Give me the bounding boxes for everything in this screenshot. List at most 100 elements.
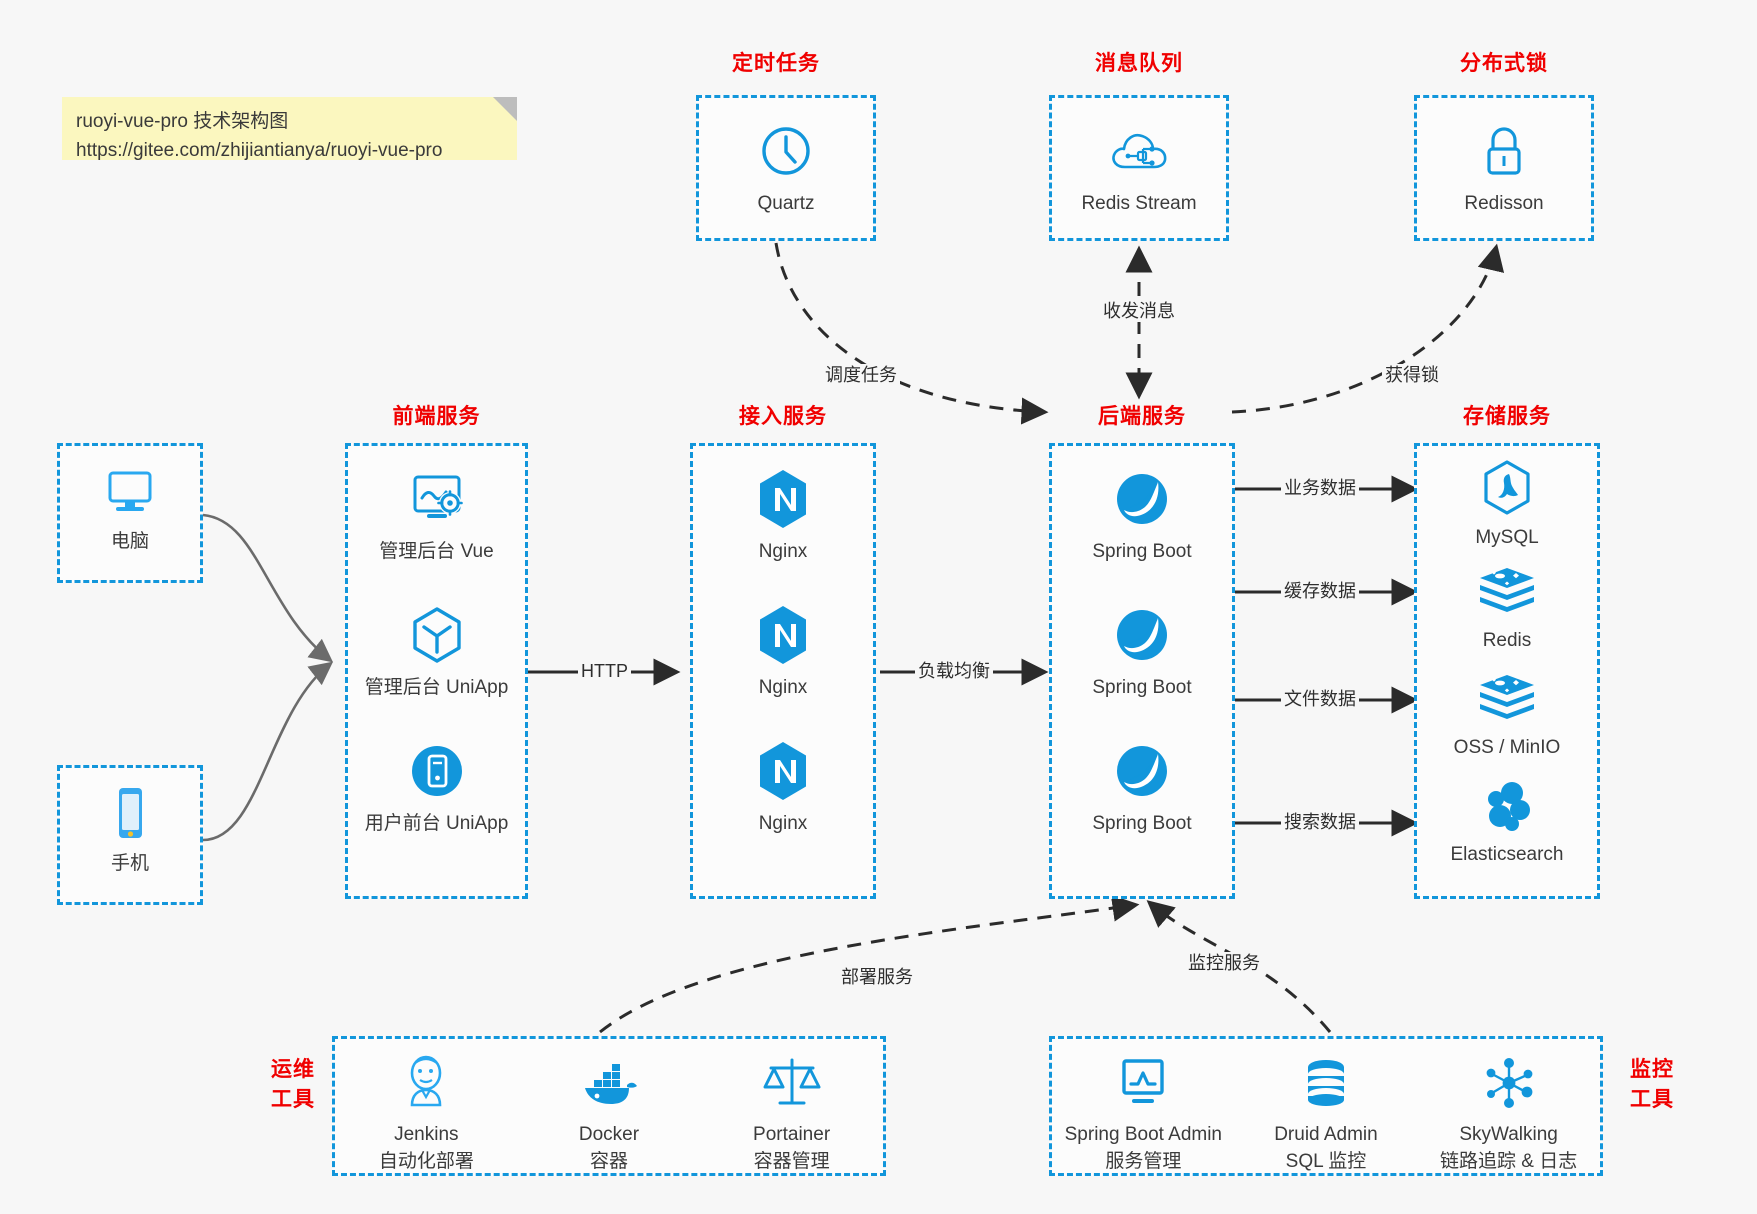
nginx-icon: [693, 604, 873, 666]
group-monitoring: Spring Boot Admin 服务管理: [1049, 1036, 1603, 1176]
node-label: Druid Admin: [1274, 1124, 1378, 1145]
group-title-monitoring: 监控 工具: [1617, 1055, 1687, 1115]
node-sublabel: 容器管理: [753, 1151, 830, 1172]
mysql-icon: [1417, 460, 1597, 516]
node-label: 管理后台 Vue: [379, 541, 494, 562]
monitor-chart-icon: [1052, 1053, 1235, 1113]
jenkins-butler-icon: [335, 1053, 518, 1113]
node-label: 用户前台 UniApp: [364, 813, 509, 834]
node-docker[interactable]: Docker 容器: [518, 1053, 701, 1174]
node-label: Spring Boot: [1092, 677, 1192, 698]
node-label: Redisson: [1464, 193, 1544, 214]
dashboard-gear-icon: [348, 468, 525, 530]
node-label: Elasticsearch: [1450, 844, 1564, 865]
edge-label-cache-data: 缓存数据: [1281, 580, 1359, 602]
node-label: Jenkins: [394, 1124, 459, 1145]
node-label: 电脑: [110, 531, 149, 552]
node-jenkins[interactable]: Jenkins 自动化部署: [335, 1053, 518, 1174]
group-distributed-lock: Redisson: [1414, 95, 1594, 241]
node-label: Nginx: [758, 677, 808, 698]
node-skywalking[interactable]: SkyWalking 链路追踪 & 日志: [1417, 1053, 1600, 1174]
node-redisson[interactable]: Redisson: [1417, 120, 1591, 216]
node-quartz[interactable]: Quartz: [699, 120, 873, 216]
edge-pc-to-frontend: [202, 513, 334, 663]
node-pc[interactable]: 电脑: [60, 462, 200, 554]
group-title-monitoring-line1: 监控: [1630, 1058, 1674, 1081]
database-cylinder-icon: [1235, 1053, 1418, 1113]
edge-mobile-to-frontend: [202, 661, 334, 842]
node-label: SkyWalking: [1459, 1124, 1558, 1145]
node-druid-admin[interactable]: Druid Admin SQL 监控: [1235, 1053, 1418, 1174]
smartphone-icon: [60, 784, 200, 842]
node-nginx-2[interactable]: Nginx: [693, 604, 873, 700]
padlock-icon: [1417, 120, 1591, 182]
diagram-note: ruoyi-vue-pro 技术架构图 https://gitee.com/zh…: [62, 97, 517, 161]
group-title-monitoring-line2: 工具: [1630, 1088, 1674, 1111]
node-sublabel: 自动化部署: [378, 1151, 474, 1172]
group-gateway: Nginx Nginx Nginx: [690, 443, 876, 899]
edge-label-file-data: 文件数据: [1281, 688, 1359, 710]
elasticsearch-icon: [1417, 777, 1597, 833]
docker-whale-icon: [518, 1053, 701, 1113]
note-fold-corner: [493, 97, 517, 121]
scales-icon: [700, 1053, 883, 1113]
node-spring-boot-2[interactable]: Spring Boot: [1052, 604, 1232, 700]
skywalking-nodes-icon: [1417, 1053, 1600, 1113]
node-redis[interactable]: Redis: [1417, 563, 1597, 653]
node-spring-boot-admin[interactable]: Spring Boot Admin 服务管理: [1052, 1053, 1235, 1174]
note-title: ruoyi-vue-pro 技术架构图: [76, 111, 289, 132]
node-nginx-1[interactable]: Nginx: [693, 468, 873, 564]
node-label: 手机: [110, 853, 149, 874]
group-backend: Spring Boot Spring Boot Spring Boot: [1049, 443, 1235, 899]
group-message-queue: Redis Stream: [1049, 95, 1229, 241]
group-title-message-queue: 消息队列: [1095, 52, 1183, 75]
group-scheduled-task: Quartz: [696, 95, 876, 241]
group-client-pc: 电脑: [57, 443, 203, 583]
edge-label-acquire-lock: 获得锁: [1382, 364, 1442, 386]
nginx-icon: [693, 740, 873, 802]
node-spring-boot-3[interactable]: Spring Boot: [1052, 740, 1232, 836]
node-sublabel: 服务管理: [1105, 1151, 1182, 1172]
node-label: Portainer: [753, 1124, 831, 1145]
edge-label-monitor-service: 监控服务: [1185, 952, 1263, 974]
node-mysql[interactable]: MySQL: [1417, 460, 1597, 550]
nginx-icon: [693, 468, 873, 530]
edge-label-deploy-service: 部署服务: [838, 966, 916, 988]
node-label: OSS / MinIO: [1453, 737, 1561, 758]
node-label: Spring Boot: [1092, 813, 1192, 834]
node-user-uniapp[interactable]: 用户前台 UniApp: [348, 740, 525, 836]
node-label: Nginx: [758, 541, 808, 562]
group-title-scheduled-task: 定时任务: [732, 52, 820, 75]
mobile-circle-icon: [348, 740, 525, 802]
group-frontend: 管理后台 Vue 管理后台 UniApp 用户前台 UniApp: [345, 443, 528, 899]
spring-boot-icon: [1052, 740, 1232, 802]
hexagon-cube-icon: [348, 604, 525, 666]
group-client-mobile: 手机: [57, 765, 203, 905]
node-label: Spring Boot Admin: [1064, 1124, 1222, 1145]
edge-label-send-receive-message: 收发消息: [1100, 300, 1178, 322]
node-admin-uniapp[interactable]: 管理后台 UniApp: [348, 604, 525, 700]
node-elasticsearch[interactable]: Elasticsearch: [1417, 777, 1597, 867]
edge-schedule-task: [774, 242, 1049, 425]
node-nginx-3[interactable]: Nginx: [693, 740, 873, 836]
node-label: Docker: [578, 1124, 640, 1145]
edge-label-http: HTTP: [578, 660, 631, 682]
node-label: Quartz: [757, 193, 815, 214]
clock-icon: [699, 120, 873, 182]
edge-label-load-balance: 负载均衡: [915, 660, 993, 682]
spring-boot-icon: [1052, 604, 1232, 666]
node-label: MySQL: [1475, 527, 1539, 548]
group-title-devops-line2: 工具: [271, 1088, 315, 1111]
node-mobile[interactable]: 手机: [60, 784, 200, 876]
node-redis-stream[interactable]: Redis Stream: [1052, 120, 1226, 216]
node-oss-minio[interactable]: OSS / MinIO: [1417, 670, 1597, 760]
group-devops: Jenkins 自动化部署 Docker 容器: [332, 1036, 886, 1176]
note-url: https://gitee.com/zhijiantianya/ruoyi-vu…: [76, 140, 443, 161]
group-title-gateway: 接入服务: [739, 405, 827, 428]
group-title-distributed-lock: 分布式锁: [1460, 52, 1548, 75]
node-label: Spring Boot: [1092, 541, 1192, 562]
node-admin-vue[interactable]: 管理后台 Vue: [348, 468, 525, 564]
node-spring-boot-1[interactable]: Spring Boot: [1052, 468, 1232, 564]
node-portainer[interactable]: Portainer 容器管理: [700, 1053, 883, 1174]
